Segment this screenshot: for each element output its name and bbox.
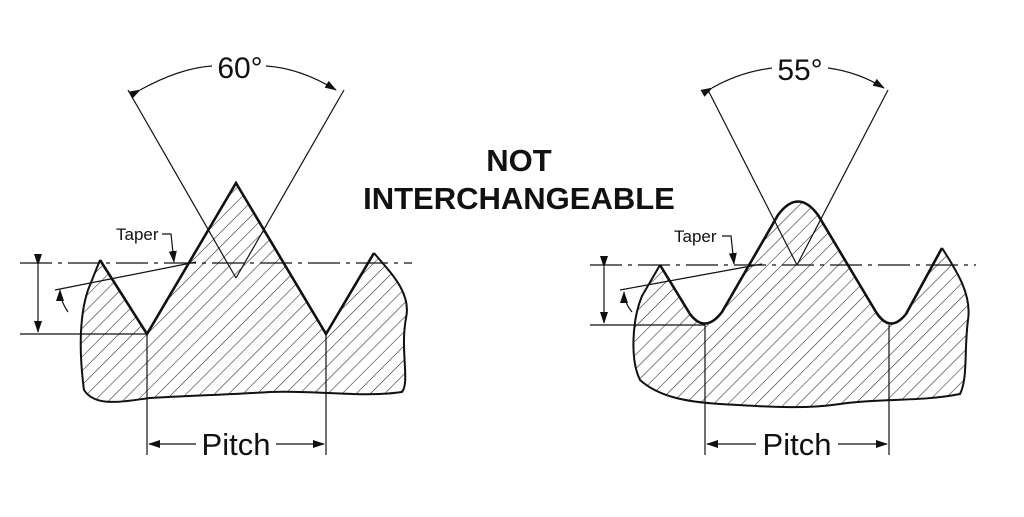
- left-thread-body-outline: [79, 252, 408, 403]
- right-angle-label: 55°: [777, 54, 822, 87]
- not-label: NOT: [486, 143, 552, 178]
- left-pitch-label: Pitch: [202, 427, 271, 462]
- right-taper-line: [619, 263, 763, 291]
- left-thread-profile: [98, 180, 376, 337]
- right-taper-leader: [722, 235, 737, 265]
- right-thread-section: [633, 201, 969, 408]
- left-angle-line-2: [235, 89, 345, 279]
- right-thread-figure: 55° Taper Pitch: [590, 54, 976, 462]
- left-angle-label: 60°: [217, 52, 262, 85]
- right-angle-line-1: [707, 89, 798, 266]
- left-thread-section: [80, 183, 407, 402]
- right-pitch-label: Pitch: [763, 427, 832, 462]
- left-taper-line: [54, 261, 197, 291]
- right-taper-label: Taper: [674, 227, 717, 246]
- left-angle-arc: [128, 65, 213, 99]
- left-thread-figure: 60° Taper Pitch: [20, 52, 412, 462]
- left-taper-leader: [162, 233, 177, 263]
- right-angle-arc: [700, 67, 773, 97]
- right-thread-profile: [658, 200, 944, 325]
- right-thread-body-outline: [632, 247, 970, 409]
- left-taper-label: Taper: [116, 225, 159, 244]
- left-angle-line-1: [127, 89, 237, 279]
- right-angle-line-2: [796, 89, 889, 266]
- interchangeable-label: INTERCHANGEABLE: [363, 181, 675, 216]
